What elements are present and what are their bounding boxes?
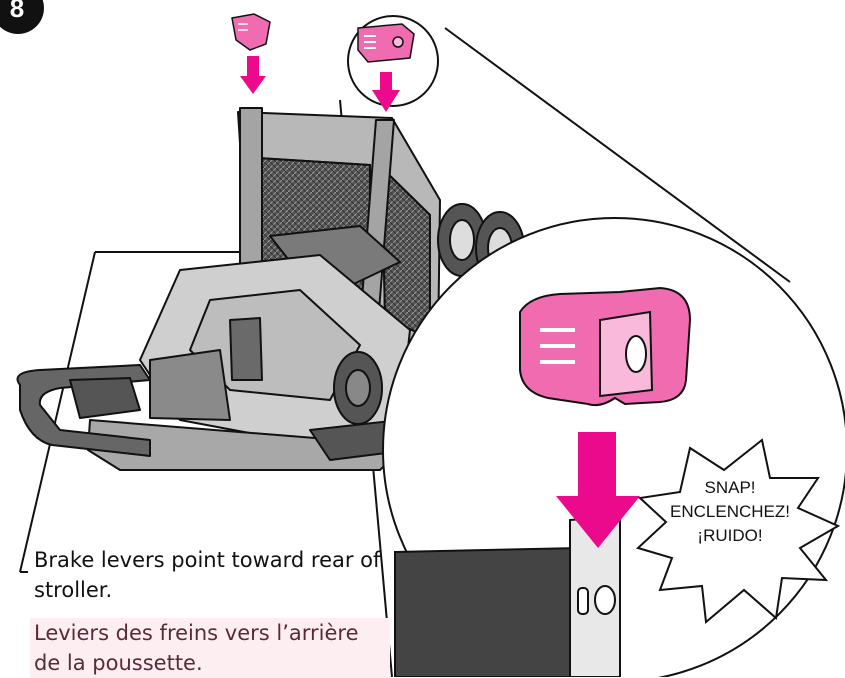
step-number-badge: 8 — [0, 0, 44, 34]
snap-starburst — [636, 438, 841, 624]
snap-text-spanish: ¡RUIDO! — [697, 526, 763, 545]
brake-part-small-left — [231, 13, 271, 51]
down-arrow-circle — [372, 72, 400, 112]
caption-french: Leviers des freins vers l’arrière de la … — [30, 618, 390, 678]
step-number: 8 — [10, 0, 24, 23]
snap-text-english: SNAP! — [704, 478, 756, 497]
brake-part-small-circle — [357, 23, 415, 63]
brake-part-large — [519, 286, 692, 407]
snap-sound-text: SNAP! ENCLENCHEZ! ¡RUIDO! — [660, 476, 800, 548]
stroller — [16, 107, 541, 471]
down-arrow-left — [240, 56, 266, 94]
snap-text-french: ENCLENCHEZ! — [670, 502, 790, 521]
down-arrow-large — [556, 432, 640, 548]
caption-english: Brake levers point toward rear of stroll… — [34, 548, 381, 602]
